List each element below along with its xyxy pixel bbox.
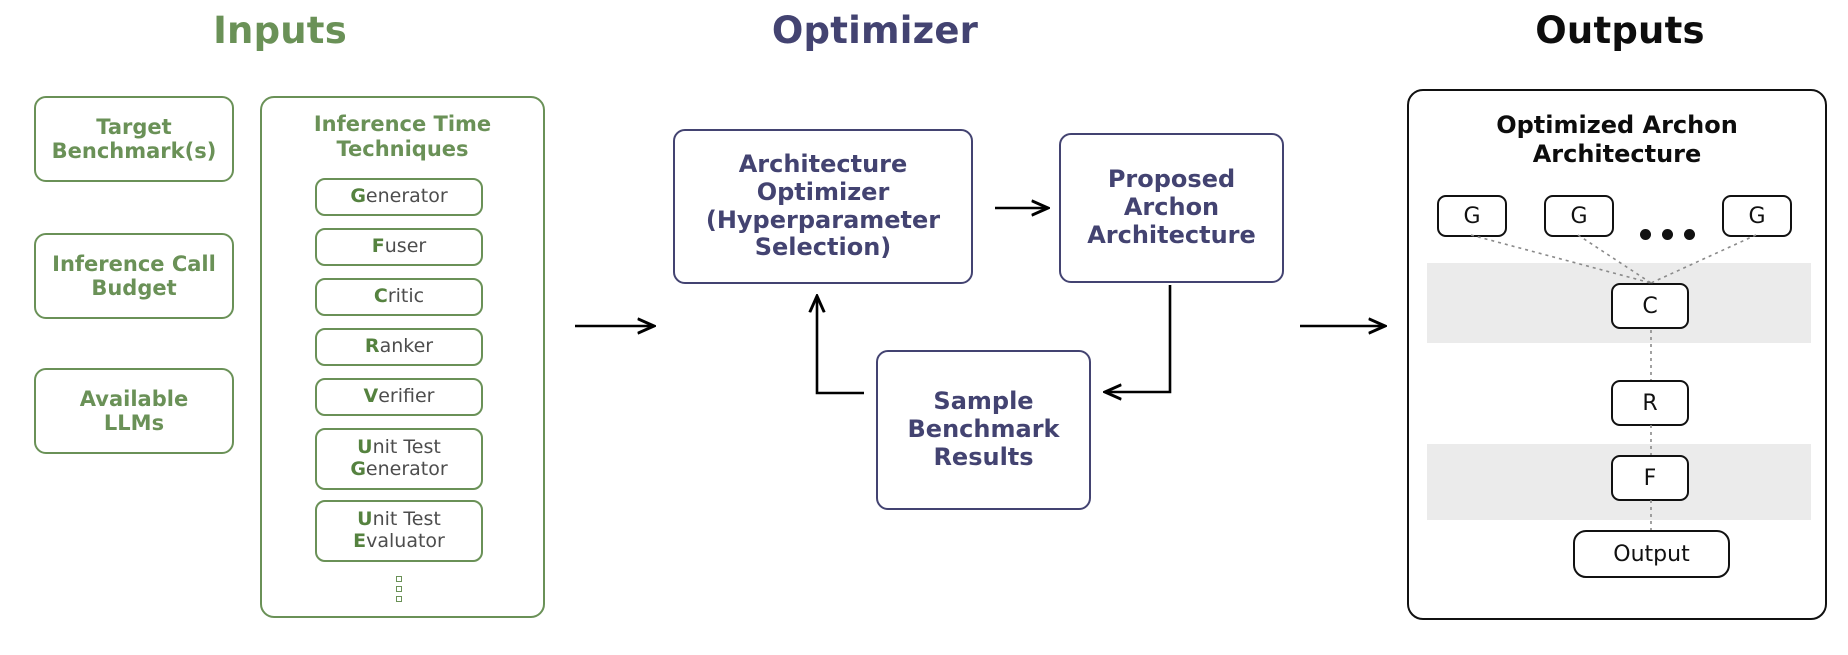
technique-lead-letter: U (357, 508, 373, 531)
technique-lead-letter: U (357, 436, 373, 459)
technique-pill-critic[interactable]: Critic (315, 278, 483, 316)
technique-rest: enerator (365, 185, 448, 208)
technique-rest: user (384, 235, 427, 258)
technique-lead-letter: V (363, 385, 379, 408)
technique-rest-2: enerator (365, 458, 448, 480)
technique-lead-letter-2: G (350, 458, 366, 480)
technique-lead-letter: R (364, 335, 380, 358)
arrow-proposed-to-sample (1105, 285, 1172, 392)
technique-rest: nit Test (372, 436, 441, 459)
technique-rest: anker (379, 335, 434, 358)
output-node-critic[interactable]: C (1611, 283, 1689, 329)
technique-lead-letter: F (371, 235, 385, 258)
technique-lead-letter: G (350, 185, 366, 208)
section-title-inputs: Inputs (213, 9, 347, 52)
output-node-generator-2[interactable]: G (1544, 195, 1614, 237)
section-title-outputs: Outputs (1535, 9, 1705, 52)
technique-pill-generator[interactable]: Generator (315, 178, 483, 216)
arrow-sample-to-optimizer (817, 296, 864, 395)
output-node-generator-3[interactable]: G (1722, 195, 1792, 237)
technique-pill-ranker[interactable]: Ranker (315, 328, 483, 366)
technique-pill-fuser[interactable]: Fuser (315, 228, 483, 266)
technique-pill-verifier[interactable]: Verifier (315, 378, 483, 416)
technique-rest-2: valuator (366, 530, 445, 552)
technique-pill-unit-test-generator[interactable]: Unit Test Generator (315, 428, 483, 490)
technique-lead-letter: C (373, 285, 388, 308)
output-node-ranker[interactable]: R (1611, 380, 1689, 426)
technique-lead-letter-2: E (353, 530, 367, 552)
technique-more-vertical-ellipsis-icon (396, 576, 402, 602)
section-title-optimizer: Optimizer (771, 9, 979, 52)
output-generators-ellipsis-icon (1640, 229, 1695, 240)
output-node-fuser[interactable]: F (1611, 455, 1689, 501)
technique-rest: ritic (387, 285, 425, 308)
output-node-final-output[interactable]: Output (1573, 530, 1730, 578)
output-node-generator-1[interactable]: G (1437, 195, 1507, 237)
technique-rest: nit Test (372, 508, 441, 531)
technique-pill-unit-test-evaluator[interactable]: Unit Test Evaluator (315, 500, 483, 562)
technique-rest: erifier (378, 385, 435, 408)
